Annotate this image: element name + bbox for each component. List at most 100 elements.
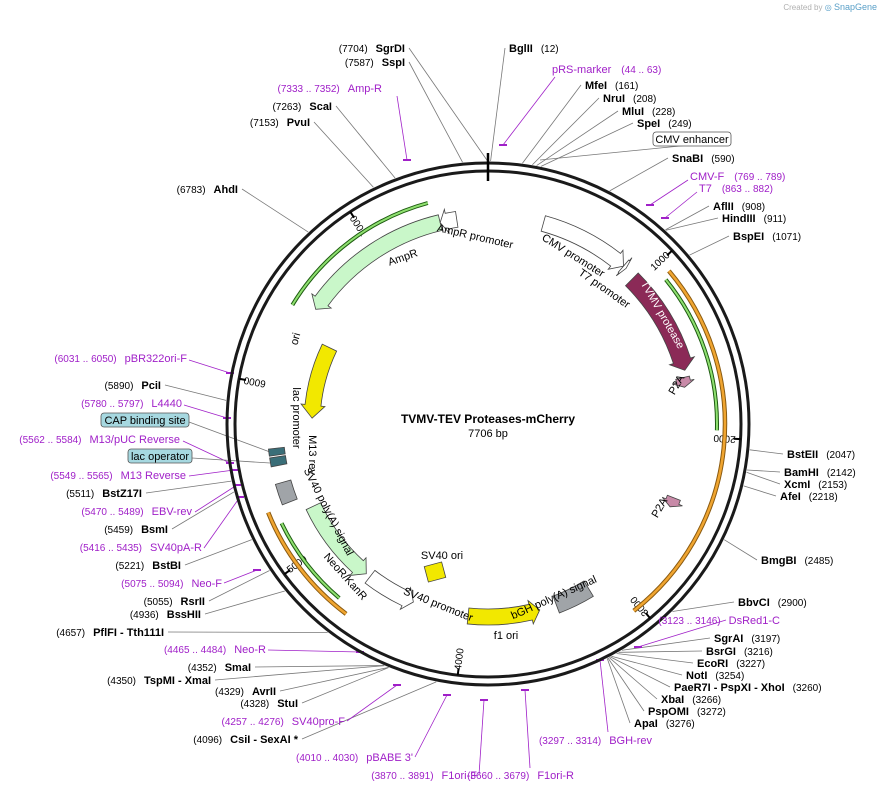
primer-position: (3297 .. 3314) — [539, 736, 601, 747]
primer-name: EBV-rev — [152, 506, 193, 518]
ampr-promoter-arrow — [439, 207, 459, 235]
bgh-polya-box — [552, 580, 594, 614]
restriction-site-label: BstEII(2047) — [787, 449, 855, 461]
site-leader-line — [689, 235, 730, 256]
site-position: (3197) — [751, 634, 780, 645]
restriction-site-label: XcmI(2153) — [784, 479, 847, 491]
primer-label: pRS-marker(44 .. 63) — [552, 64, 661, 76]
site-name: PciI — [141, 380, 161, 392]
site-name: BssHII — [167, 609, 201, 621]
ring-tick-mark — [666, 249, 673, 257]
restriction-site-label: ApaI(3276) — [634, 718, 695, 730]
restriction-site-label: AfeI(2218) — [780, 491, 838, 503]
restriction-site-label: SpeI(249) — [637, 118, 692, 130]
site-position: (911) — [764, 214, 787, 225]
primer-position: (6031 .. 6050) — [54, 354, 116, 365]
site-name: SspI — [382, 57, 405, 69]
site-position: (4936) — [130, 610, 159, 621]
ring-tick-mark — [644, 612, 651, 619]
site-position: (5459) — [104, 525, 133, 536]
site-name: XbaI — [661, 694, 684, 706]
watermark-brand: SnapGene — [833, 2, 877, 12]
feature-label: TVMV protease — [638, 279, 687, 351]
primer-position: (3870 .. 3891) — [371, 771, 433, 782]
restriction-site-label: NotI(3254) — [686, 670, 744, 682]
restriction-site-label: BmgBI(2485) — [761, 555, 833, 567]
primer-label: (3660 .. 3679)F1ori-R — [467, 770, 574, 782]
primer-name: Neo-R — [234, 644, 266, 656]
site-position: (208) — [633, 94, 656, 105]
site-position: (4329) — [215, 687, 244, 698]
site-leader-line — [408, 47, 488, 162]
primer-position: (769 .. 789) — [734, 172, 785, 183]
t7-promoter-arrow — [615, 257, 633, 277]
site-position: (1071) — [772, 232, 801, 243]
neo-orf-arc — [267, 512, 347, 615]
amp-green-arc — [291, 202, 429, 306]
site-name: StuI — [277, 698, 298, 710]
site-leader-line — [522, 84, 582, 164]
restriction-site-label: HindIII(911) — [722, 213, 786, 225]
site-name: AflII — [713, 201, 734, 213]
ring-tick-mark — [238, 377, 247, 381]
site-leader-line — [665, 217, 719, 231]
primer-position: (5562 .. 5584) — [19, 435, 81, 446]
f1-ori-arrow — [466, 599, 541, 626]
sv40-polya-box — [274, 479, 298, 506]
primer-leader-line — [267, 649, 361, 653]
primer-position: (7333 .. 7352) — [278, 84, 340, 95]
site-leader-line — [313, 121, 374, 188]
site-position: (3254) — [715, 671, 744, 682]
cap-site-leader — [188, 421, 271, 453]
site-position: (5055) — [144, 597, 173, 608]
site-position: (2218) — [809, 492, 838, 503]
primer-label: (5549 .. 5565)M13 Reverse — [50, 470, 186, 482]
restriction-site-label: (4936) BssHII — [130, 609, 201, 621]
m13-rev-box — [267, 446, 286, 457]
site-position: (7153) — [250, 118, 279, 129]
site-name: RsrII — [181, 596, 205, 608]
primer-leader-line — [524, 689, 531, 769]
restriction-site-label: EcoRI(3227) — [697, 658, 765, 670]
site-name: TspMI - XmaI — [144, 675, 211, 687]
site-name: BmgBI — [761, 555, 796, 567]
site-position: (5890) — [105, 381, 134, 392]
site-position: (3260) — [793, 683, 822, 694]
primer-name: F1ori-F — [442, 770, 478, 782]
site-leader-line — [540, 122, 634, 167]
site-leader-line — [214, 665, 385, 681]
primer-position: (5470 .. 5489) — [81, 507, 143, 518]
site-position: (6783) — [177, 185, 206, 196]
site-leader-line — [672, 601, 735, 612]
site-name: SmaI — [225, 662, 251, 674]
site-position: (161) — [615, 81, 638, 92]
site-position: (4657) — [56, 628, 85, 639]
site-name: BbvCI — [738, 597, 770, 609]
primer-position: (44 .. 63) — [621, 65, 661, 76]
primer-position: (863 .. 882) — [722, 184, 773, 195]
cmv-promoter-arrow — [540, 215, 624, 270]
snapgene-logo-icon: ◎ — [824, 3, 832, 12]
site-name: BspEI — [733, 231, 764, 243]
feature-label: f1 ori — [494, 630, 518, 642]
site-leader-line — [171, 491, 235, 530]
site-leader-line — [254, 665, 384, 668]
site-position: (2900) — [778, 598, 807, 609]
site-position: (5511) — [66, 489, 94, 500]
ori-arrow — [300, 343, 338, 419]
restriction-site-label: SnaBI(590) — [672, 153, 735, 165]
site-leader-line — [618, 650, 703, 653]
restriction-site-label: AflII(908) — [713, 201, 765, 213]
site-leader-line — [746, 471, 781, 485]
primer-label: (3870 .. 3891) F1ori-F — [371, 770, 477, 782]
site-name: AhdI — [214, 184, 238, 196]
site-leader-line — [616, 653, 694, 664]
site-position: (7704) — [339, 44, 368, 55]
primer-label: CMV-F(769 .. 789) — [690, 171, 785, 183]
primer-position: (5075 .. 5094) — [121, 579, 183, 590]
primer-label: (4257 .. 4276)SV40pro-F — [222, 716, 346, 728]
site-leader-line — [609, 157, 669, 192]
restriction-site-label: (7153)PvuI — [250, 117, 310, 129]
site-leader-line — [208, 570, 270, 602]
